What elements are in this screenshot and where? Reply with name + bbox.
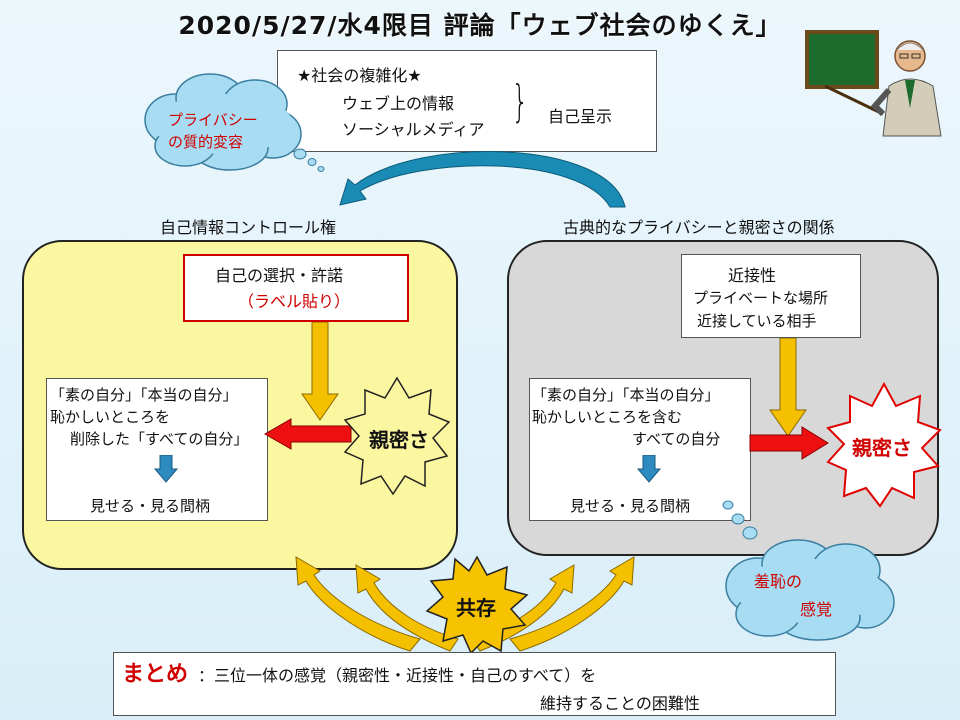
right-self-line2: 恥かしいところを含む <box>532 408 683 426</box>
blue-curved-arrow <box>339 151 626 208</box>
top-box-line2: ソーシャルメディア <box>342 120 485 139</box>
coexist-label: 共存 <box>456 596 496 620</box>
cloud-privacy-line1: プライバシー <box>168 111 258 129</box>
thought-bubbles-shame <box>722 500 758 540</box>
select-box <box>183 254 409 322</box>
right-intimacy: 親密さ <box>852 436 912 460</box>
bracket: } <box>511 76 529 127</box>
right-show: 見せる・見る間柄 <box>570 497 691 515</box>
proximity-line1: プライベートな場所 <box>693 289 829 307</box>
left-self-line1: 「素の自分」「本当の自分」 <box>50 386 238 404</box>
cloud-shame-shape <box>725 539 895 641</box>
right-self-box <box>529 378 751 521</box>
left-self-line2: 恥かしいところを <box>50 408 171 426</box>
left-show: 見せる・見る間柄 <box>90 497 211 515</box>
cloud-shame-line2: 感覚 <box>800 600 833 619</box>
top-box <box>277 50 657 152</box>
left-intimacy: 親密さ <box>369 428 429 452</box>
summary-line1: ：三位一体の感覚（親密性・近接性・自己のすべて）を <box>198 666 597 685</box>
star-burst-left-icon <box>343 376 451 496</box>
right-self-line1: 「素の自分」「本当の自分」 <box>532 386 720 404</box>
select-line1: 自己の選択・許諾 <box>215 266 344 285</box>
summary-box <box>113 652 836 716</box>
cloud-privacy-shape <box>144 73 302 171</box>
proximity-box <box>681 254 861 338</box>
right-self-line3: すべての自分 <box>632 430 721 448</box>
select-line2: （ラベル貼り） <box>238 292 351 311</box>
left-heading: 自己情報コントロール権 <box>160 218 337 237</box>
thought-bubbles <box>293 148 325 172</box>
top-box-line1: ウェブ上の情報 <box>342 94 455 113</box>
yellow-down-arrow-right <box>769 338 807 437</box>
red-right-arrow <box>749 426 829 460</box>
left-self-box <box>46 378 268 521</box>
summary-line2: 維持することの困難性 <box>540 694 700 713</box>
proximity-title: 近接性 <box>728 266 777 285</box>
left-self-line3: 削除した「すべての自分」 <box>70 430 249 448</box>
down-arrow-icon <box>154 455 178 483</box>
top-box-heading: ★社会の複雑化★ <box>297 66 422 85</box>
down-arrow-icon <box>637 455 661 483</box>
page-title: 2020/5/27/水4限目 評論「ウェブ社会のゆくえ」 <box>178 11 782 40</box>
proximity-line2: 近接している相手 <box>697 312 817 330</box>
yellow-down-arrow-left <box>301 322 339 421</box>
right-heading: 古典的なプライバシーと親密さの関係 <box>563 218 835 237</box>
top-box-right: 自己呈示 <box>548 107 613 126</box>
teacher-illustration-icon <box>805 30 942 137</box>
summary-label: まとめ <box>122 662 189 687</box>
star-burst-right-icon <box>826 382 942 508</box>
cloud-privacy-line2: の質的変容 <box>168 133 244 151</box>
red-left-arrow <box>263 418 352 450</box>
cloud-shame-line1: 羞恥の <box>754 572 803 591</box>
